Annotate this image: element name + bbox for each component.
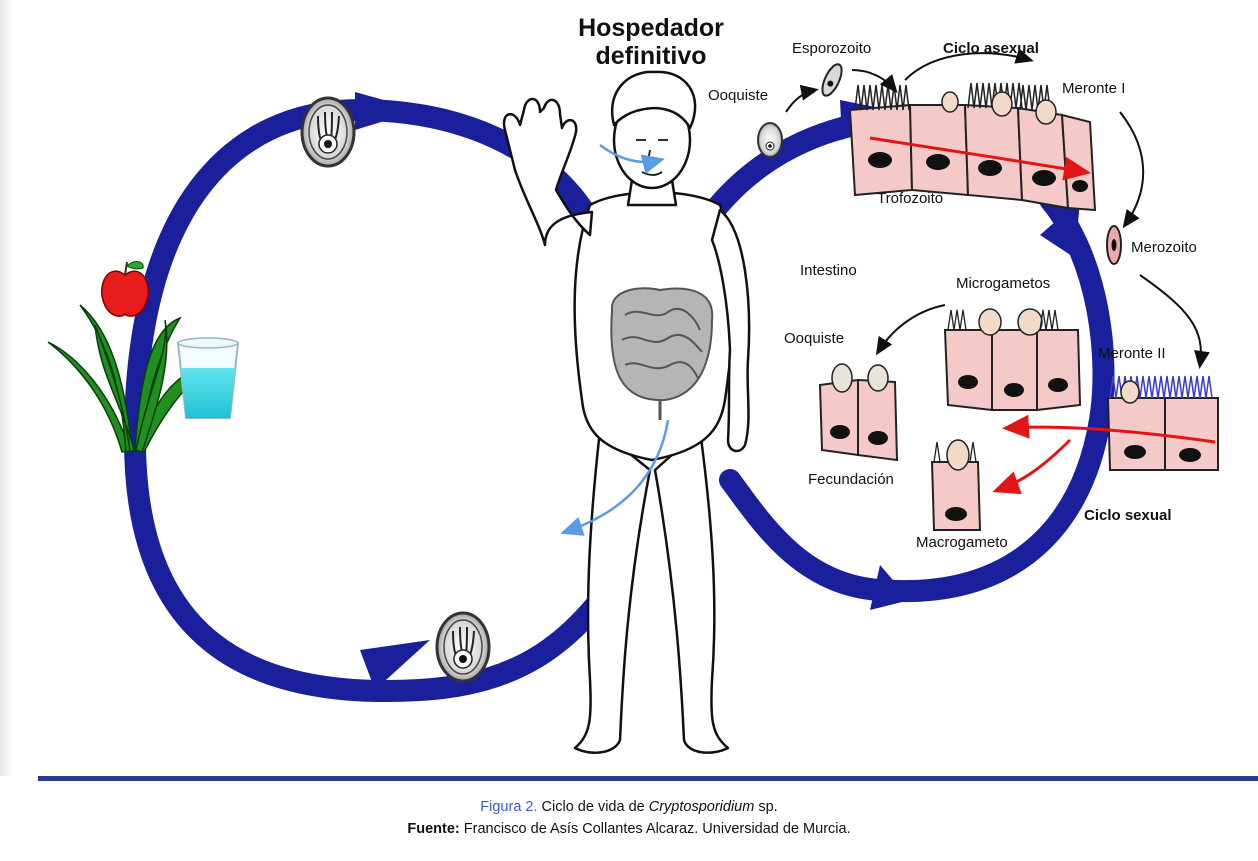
fecundation-cells	[820, 364, 897, 460]
caption-source-line: Fuente: Francisco de Asís Collantes Alca…	[0, 818, 1258, 840]
cryptosporidium-life-cycle-diagram: Hospedador definitivo Esporozoito Ciclo …	[0, 0, 1258, 776]
fecundacion-label: Fecundación	[808, 471, 894, 488]
meronte-i-label: Meronte I	[1062, 80, 1125, 97]
source-text: Francisco de Asís Collantes Alcaraz. Uni…	[460, 821, 851, 837]
oocyst-bottom-icon	[437, 613, 489, 681]
caption-title-line: Figura 2. Ciclo de vida de Cryptosporidi…	[0, 796, 1258, 818]
trofozoito-label: Trofozoito	[877, 190, 943, 207]
intestino-label: Intestino	[800, 262, 857, 279]
meronte-ii-label: Meronte II	[1098, 345, 1166, 362]
ciclo-sexual-label: Ciclo sexual	[1084, 507, 1172, 524]
source-label: Fuente:	[407, 821, 459, 837]
microgametos-label: Microgametos	[956, 275, 1050, 292]
figure-number: Figura 2.	[480, 799, 537, 815]
merozoite-icon	[1107, 226, 1121, 264]
figure-caption: Figura 2. Ciclo de vida de Cryptosporidi…	[0, 796, 1258, 840]
hospedador-line1-label: Hospedador	[578, 14, 724, 42]
caption-text-before: Ciclo de vida de	[538, 799, 649, 815]
macrogamete-cell	[932, 440, 980, 530]
macrogameto-label: Macrogameto	[916, 534, 1008, 551]
caption-text-after: sp.	[754, 799, 777, 815]
ciclo-asexual-label: Ciclo asexual	[943, 40, 1039, 57]
merozoito-label: Merozoito	[1131, 239, 1197, 256]
oocyst-small-icon	[758, 123, 782, 157]
ooquiste-mid-label: Ooquiste	[784, 330, 844, 347]
apple-icon	[102, 262, 149, 317]
hospedador-line2-label: definitivo	[595, 42, 706, 70]
caption-species-name: Cryptosporidium	[649, 799, 755, 815]
ooquiste-top-label: Ooquiste	[708, 87, 768, 104]
sporozoite-icon	[818, 62, 845, 99]
caption-separator	[38, 776, 1258, 781]
esporozoito-label: Esporozoito	[792, 40, 871, 57]
microgamete-cells	[945, 309, 1080, 410]
oocyst-top-icon	[302, 98, 354, 166]
water-glass-icon	[178, 338, 238, 418]
